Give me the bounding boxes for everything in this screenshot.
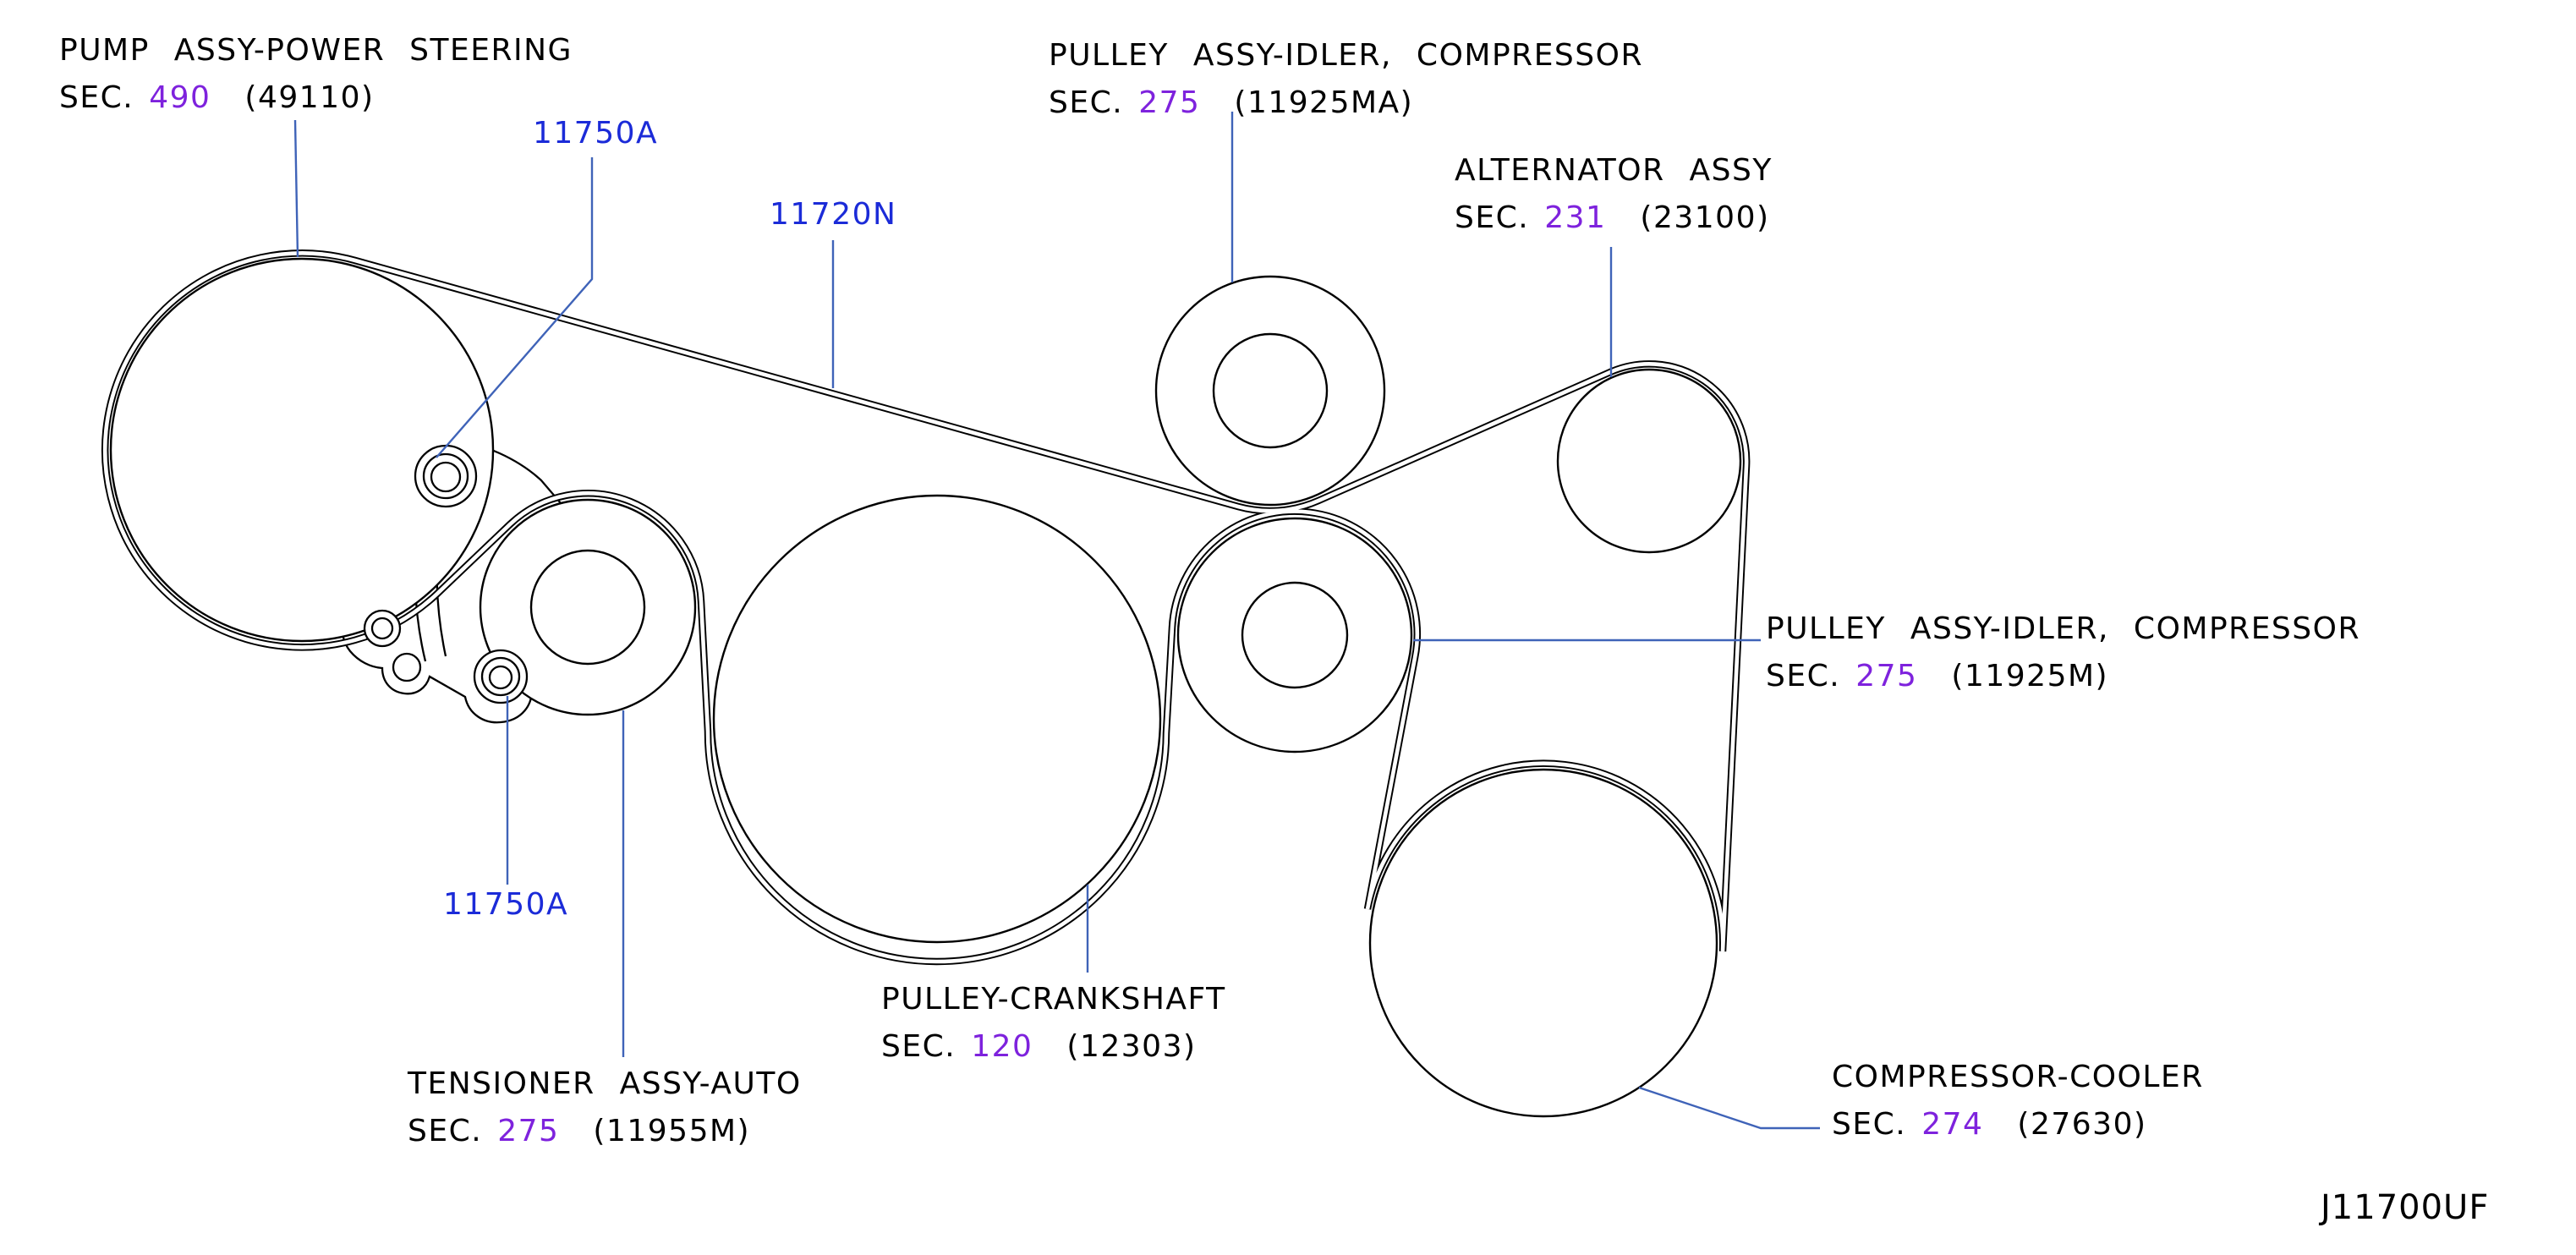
label-crankshaft-name: PULLEY-CRANKSHAFT	[881, 982, 1226, 1017]
label-tensioner-sec-row: SEC. 275 (11955M)	[408, 1108, 802, 1155]
tensioner-bolt-bottom-hole	[488, 665, 513, 690]
label-idler-upper: PULLEY ASSY-IDLER, COMPRESSOR SEC. 275 (11…	[1049, 32, 1643, 127]
idler-pulley-compressor-mid-hub	[1241, 581, 1349, 689]
label-compressor: COMPRESSOR-COOLER SEC. 274 (27630)	[1832, 1054, 2204, 1148]
drive-belt	[101, 249, 1751, 966]
label-compressor-sec-row: SEC. 274 (27630)	[1832, 1101, 2204, 1148]
label-idler-mid-part: (11925M)	[1951, 659, 2109, 693]
label-crankshaft-sec-num: 120	[971, 1029, 1033, 1064]
label-tensioner-sec: SEC.	[408, 1114, 483, 1148]
label-alternator-name: ALTERNATOR ASSY	[1455, 153, 1773, 188]
label-idler-mid: PULLEY ASSY-IDLER, COMPRESSOR SEC. 275 (11…	[1766, 606, 2360, 700]
label-alternator-sec: SEC.	[1455, 200, 1530, 235]
leader-bolt-top	[436, 157, 594, 458]
label-compressor-name: COMPRESSOR-COOLER	[1832, 1060, 2204, 1094]
label-alternator-part: (23100)	[1640, 200, 1770, 235]
tensioner-bolt-top-hole	[430, 461, 462, 493]
tensioner-bolt-lower-left	[392, 652, 422, 682]
label-compressor-part: (27630)	[2017, 1107, 2147, 1142]
label-alternator-sec-num: 231	[1544, 200, 1607, 235]
label-compressor-sec: SEC.	[1832, 1107, 1907, 1142]
label-idler-mid-sec-num: 275	[1855, 659, 1918, 693]
label-pump: PUMP ASSY-POWER STEERING SEC. 490 (49110)	[59, 27, 573, 122]
crankshaft-pulley	[712, 494, 1162, 944]
label-tensioner-sec-num: 275	[497, 1114, 560, 1148]
tensioner-pulley-hub	[529, 549, 646, 666]
label-idler-mid-sec: SEC.	[1766, 659, 1841, 693]
label-pump-sec-row: SEC. 490 (49110)	[59, 74, 573, 122]
callout-belt-code: 11720N	[770, 197, 897, 232]
label-pump-sec: SEC.	[59, 80, 134, 115]
label-idler-mid-name: PULLEY ASSY-IDLER, COMPRESSOR	[1766, 611, 2360, 646]
label-crankshaft-sec-row: SEC. 120 (12303)	[881, 1023, 1226, 1071]
tensioner-bolt-left-hole	[370, 617, 394, 640]
label-idler-upper-name: PULLEY ASSY-IDLER, COMPRESSOR	[1049, 38, 1643, 73]
leader-lines	[293, 112, 1820, 1130]
label-idler-upper-sec-row: SEC. 275 (11925MA)	[1049, 79, 1643, 127]
drawing-reference-code: J11700UF	[2321, 1188, 2490, 1227]
label-tensioner-name: TENSIONER ASSY-AUTO	[408, 1066, 802, 1101]
tensioner-bolts	[363, 444, 529, 704]
compressor-cooler-pulley	[1368, 768, 1718, 1118]
label-idler-upper-sec-num: 275	[1138, 85, 1201, 120]
label-idler-upper-part: (11925MA)	[1234, 85, 1414, 120]
label-pump-sec-num: 490	[149, 80, 211, 115]
label-compressor-sec-num: 274	[1921, 1107, 1984, 1142]
drive-belt-core	[102, 251, 1749, 964]
callout-bolt-code-top: 11750A	[533, 116, 659, 151]
label-crankshaft-part: (12303)	[1066, 1029, 1197, 1064]
label-alternator-sec-row: SEC. 231 (23100)	[1455, 195, 1773, 242]
label-pump-name: PUMP ASSY-POWER STEERING	[59, 33, 573, 68]
label-tensioner: TENSIONER ASSY-AUTO SEC. 275 (11955M)	[408, 1060, 802, 1155]
callout-bolt-code-bottom: 11750A	[443, 887, 569, 922]
power-steering-pump-pulley	[109, 257, 495, 643]
alternator-pulley	[1556, 368, 1742, 554]
label-crankshaft-sec: SEC.	[881, 1029, 956, 1064]
label-pump-part: (49110)	[244, 80, 375, 115]
label-tensioner-part: (11955M)	[593, 1114, 751, 1148]
idler-pulley-compressor-upper-hub	[1212, 332, 1329, 449]
leader-pump	[293, 119, 299, 258]
label-idler-upper-sec: SEC.	[1049, 85, 1124, 120]
leader-compressor	[1638, 1086, 1820, 1130]
label-idler-mid-sec-row: SEC. 275 (11925M)	[1766, 653, 2360, 700]
label-alternator: ALTERNATOR ASSY SEC. 231 (23100)	[1455, 147, 1773, 242]
label-crankshaft: PULLEY-CRANKSHAFT SEC. 120 (12303)	[881, 976, 1226, 1071]
